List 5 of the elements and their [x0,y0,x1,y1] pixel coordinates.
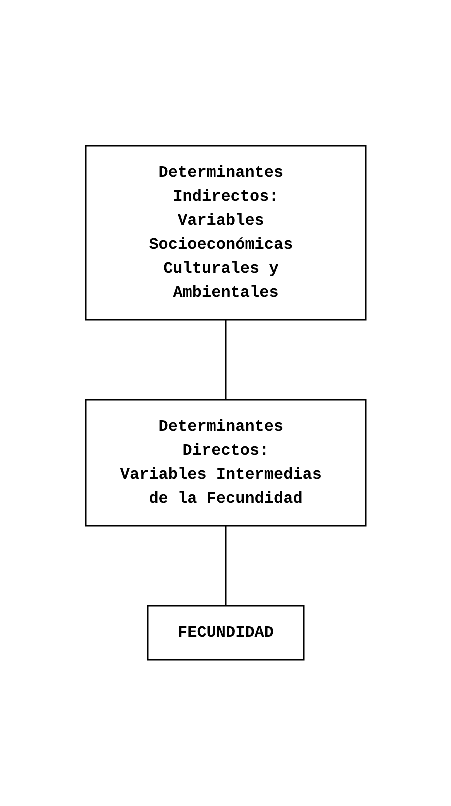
node-box: FECUNDIDAD [146,605,304,661]
node-box: Determinantes Indirectos: Variables Socioeconómicas Culturales y Ambientales [84,145,366,321]
connector [224,526,226,606]
connector [224,320,226,400]
node-box: Determinantes Directos: Variables Intermedias de la Fecundidad [84,399,366,527]
